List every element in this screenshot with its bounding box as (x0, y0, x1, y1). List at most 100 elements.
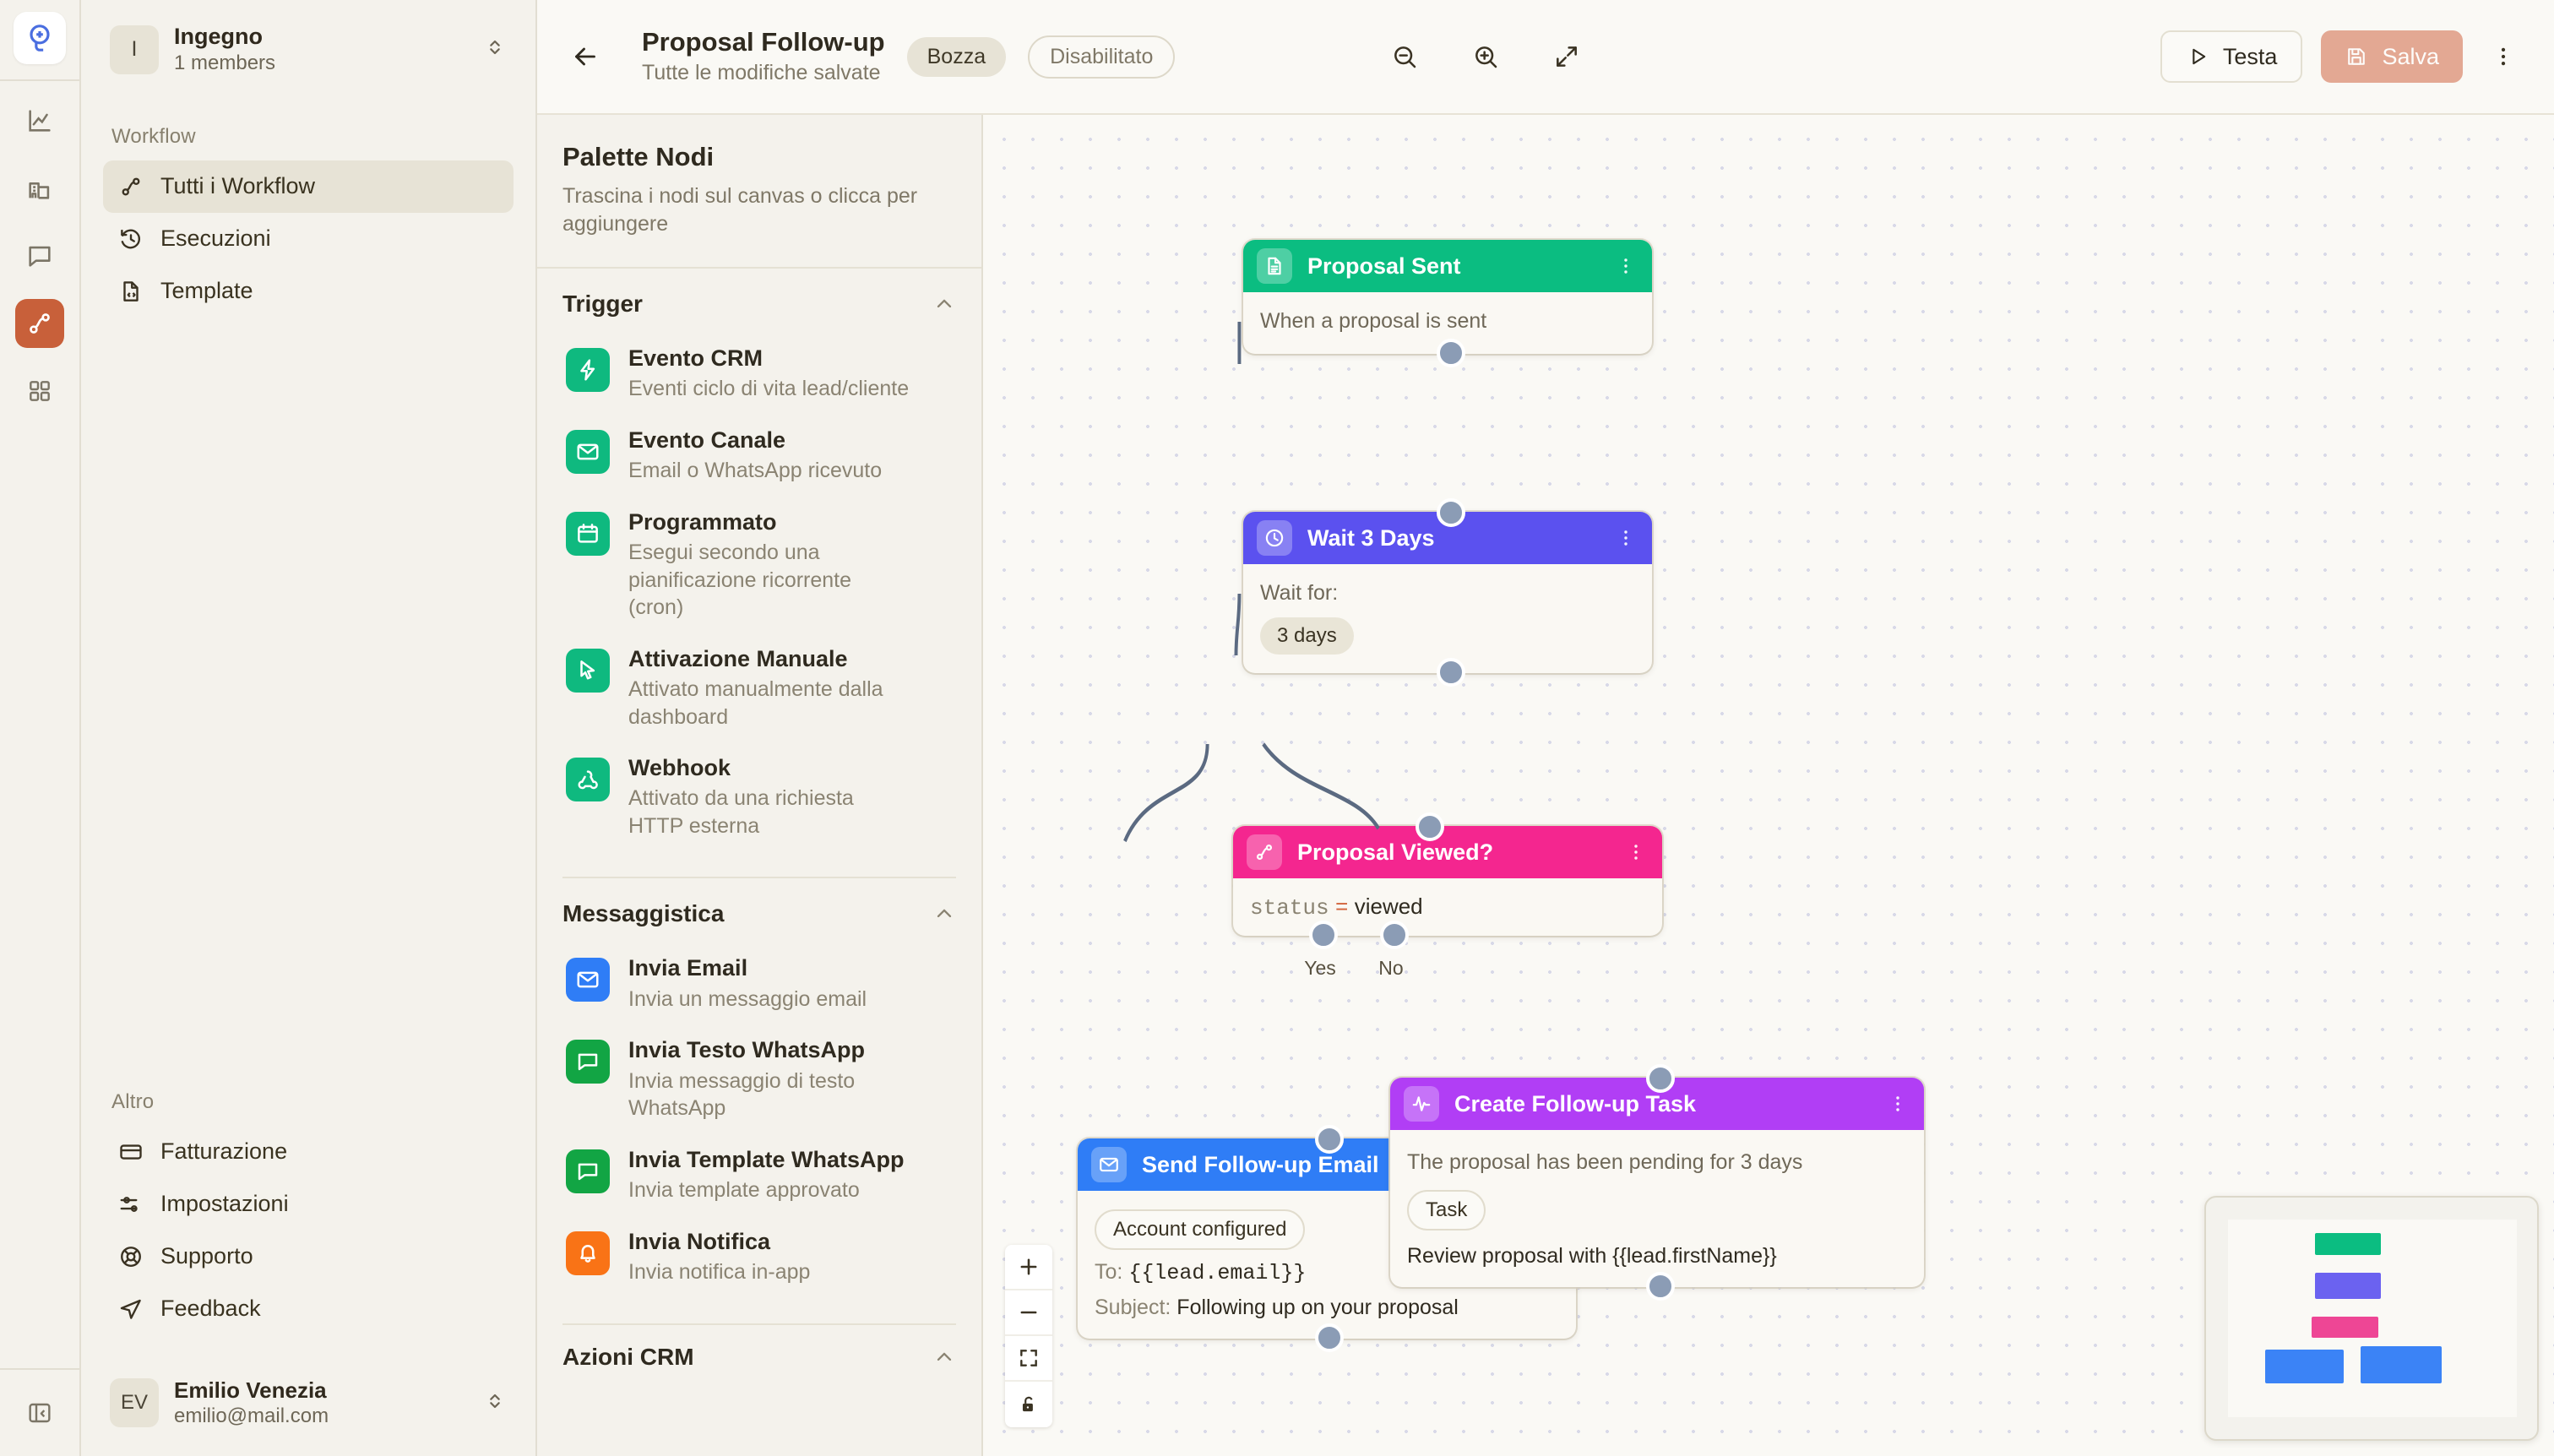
canvas-node-proposal-sent[interactable]: Proposal Sent When a proposal is sent (1243, 240, 1652, 367)
company-building-icon (29, 182, 50, 199)
sidebar-item-label: Tutti i Workflow (160, 173, 316, 199)
palette-group-header-messaggistica[interactable]: Messaggistica (562, 900, 956, 943)
node-input-port[interactable] (1416, 812, 1444, 841)
canvas-node-wait-3-days[interactable]: Wait 3 Days Wait for: 3 days (1243, 498, 1652, 687)
rail-item-company[interactable] (15, 164, 64, 213)
sidebar-collapse-button[interactable] (15, 1388, 64, 1437)
org-text: Ingegno 1 members (174, 24, 468, 76)
node-menu-button[interactable] (1615, 255, 1637, 277)
file-code-icon (118, 279, 144, 304)
rail-item-apps[interactable] (15, 367, 64, 416)
chat-bubble-icon (566, 1149, 610, 1193)
icon-rail (0, 0, 81, 1456)
palette-group-header-trigger[interactable]: Trigger (562, 291, 956, 333)
node-input-port[interactable] (1437, 498, 1465, 527)
condition-value: viewed (1354, 894, 1423, 919)
node-output-port-yes[interactable] (1309, 921, 1338, 949)
canvas-zoom-in-button[interactable] (1005, 1245, 1052, 1290)
node-header[interactable]: Proposal Viewed? (1233, 826, 1662, 878)
avatar: EV (110, 1378, 159, 1428)
node-output-port[interactable] (1437, 657, 1465, 687)
palette-scroll-area[interactable]: Trigger Evento CRM Eventi ciclo (537, 269, 981, 1456)
node-wait-duration-chip[interactable]: 3 days (1260, 617, 1354, 655)
org-switcher[interactable]: I Ingegno 1 members (103, 15, 514, 84)
palette-item-invia-notifica[interactable]: Invia Notifica Invia notifica in-app (562, 1216, 956, 1298)
node-palette: Palette Nodi Trascina i nodi sul canvas … (537, 115, 983, 1456)
panel-collapse-left-icon (29, 1403, 51, 1423)
unlocked-padlock-icon (1022, 1396, 1033, 1412)
sidebar-item-fatturazione[interactable]: Fatturazione (103, 1126, 514, 1178)
canvas-lock-toggle-button[interactable] (1005, 1382, 1052, 1427)
palette-item-webhook[interactable]: Webhook Attivato da una richiesta HTTP e… (562, 742, 956, 851)
zoom-out-button[interactable] (1383, 35, 1426, 79)
app-logo[interactable] (14, 12, 66, 64)
palette-item-invia-template-whatsapp[interactable]: Invia Template WhatsApp Invia template a… (562, 1134, 956, 1216)
node-body: When a proposal is sent (1243, 292, 1652, 354)
node-output-port-no[interactable] (1380, 921, 1409, 949)
node-header[interactable]: Proposal Sent (1243, 240, 1652, 292)
node-menu-button[interactable] (1887, 1093, 1909, 1115)
canvas-minimap[interactable] (2204, 1196, 2539, 1441)
palette-item-invia-testo-whatsapp[interactable]: Invia Testo WhatsApp Invia messaggio di … (562, 1024, 956, 1133)
canvas-node-create-follow-up-task[interactable]: Create Follow-up Task The proposal has b… (1390, 1064, 1924, 1301)
palette-item-programmato[interactable]: Programmato Esegui secondo una pianifica… (562, 497, 956, 633)
node-output-port[interactable] (1646, 1271, 1675, 1301)
node-title: Proposal Sent (1307, 253, 1461, 279)
rail-item-chat[interactable] (15, 231, 64, 280)
user-account-switcher[interactable]: EV Emilio Venezia emilio@mail.com (103, 1369, 514, 1437)
canvas-node-proposal-viewed[interactable]: Proposal Viewed? status = viewed (1233, 812, 1662, 979)
node-input-port[interactable] (1315, 1125, 1344, 1154)
node-output-port[interactable] (1437, 338, 1465, 367)
canvas-fit-view-button[interactable] (1005, 1336, 1052, 1382)
sidebar-item-supporto[interactable]: Supporto (103, 1231, 514, 1283)
status-badge-enabled-toggle[interactable]: Disabilitato (1028, 35, 1176, 79)
canvas-zoom-out-button[interactable] (1005, 1290, 1052, 1336)
more-options-button[interactable] (2481, 35, 2525, 79)
workflow-canvas[interactable]: Proposal Sent When a proposal is sent (983, 115, 2554, 1456)
back-button[interactable] (562, 34, 608, 79)
node-output-port[interactable] (1315, 1323, 1344, 1352)
node-menu-button[interactable] (1615, 527, 1637, 549)
minimap-node (2312, 1316, 2378, 1339)
zoom-in-button[interactable] (1464, 35, 1508, 79)
palette-item-evento-canale[interactable]: Evento Canale Email o WhatsApp ricevuto (562, 415, 956, 497)
sidebar-item-template[interactable]: Template (103, 265, 514, 318)
fit-view-button[interactable] (1545, 35, 1589, 79)
test-button[interactable]: Testa (2160, 30, 2303, 83)
palette-item-attivazione-manuale[interactable]: Attivazione Manuale Attivato manualmente… (562, 633, 956, 742)
sidebar-item-esecuzioni[interactable]: Esecuzioni (103, 213, 514, 265)
rail-item-analytics[interactable] (15, 96, 64, 145)
plus-icon (1020, 1258, 1037, 1275)
palette-group-title: Messaggistica (562, 900, 725, 927)
palette-item-invia-email[interactable]: Invia Email Invia un messaggio email (562, 943, 956, 1024)
workflow-topbar: Proposal Follow-up Tutte le modifiche sa… (537, 0, 2554, 115)
topbar-actions: Testa Salva (2160, 30, 2525, 83)
bell-icon (566, 1231, 610, 1275)
zoom-out-icon (1394, 46, 1416, 68)
analytics-chart-icon (29, 110, 51, 132)
envelope-icon (566, 958, 610, 1002)
node-input-port[interactable] (1646, 1064, 1675, 1093)
palette-item-name: Attivazione Manuale (628, 645, 848, 671)
sidebar-item-label: Feedback (160, 1296, 261, 1322)
palette-item-text: Attivazione Manuale Attivato manualmente… (628, 645, 907, 731)
palette-item-text: Evento Canale Email o WhatsApp ricevuto (628, 426, 882, 485)
rail-item-workflows[interactable] (15, 299, 64, 348)
kebab-vertical-icon (2501, 47, 2506, 66)
minimap-node (2361, 1345, 2443, 1384)
condition-field: status (1250, 895, 1329, 921)
chevron-up-down-icon (483, 1389, 507, 1417)
node-menu-button[interactable] (1625, 841, 1647, 863)
history-clock-icon (118, 226, 144, 252)
node-body: Account configured To: {{lead.email}} Su… (1078, 1191, 1576, 1339)
palette-group-header-azioni-crm[interactable]: Azioni CRM (562, 1344, 956, 1386)
builder-body: Palette Nodi Trascina i nodi sul canvas … (537, 115, 2554, 1456)
save-button[interactable]: Salva (2321, 30, 2463, 83)
sidebar-item-feedback[interactable]: Feedback (103, 1283, 514, 1335)
workflow-branch-icon (30, 313, 50, 334)
sidebar-item-tutti-i-workflow[interactable]: Tutti i Workflow (103, 160, 514, 213)
node-account-status-chip: Account configured (1095, 1209, 1306, 1250)
chevron-up-icon (932, 1345, 956, 1369)
sidebar-item-impostazioni[interactable]: Impostazioni (103, 1178, 514, 1231)
palette-item-evento-crm[interactable]: Evento CRM Eventi ciclo di vita lead/cli… (562, 333, 956, 415)
